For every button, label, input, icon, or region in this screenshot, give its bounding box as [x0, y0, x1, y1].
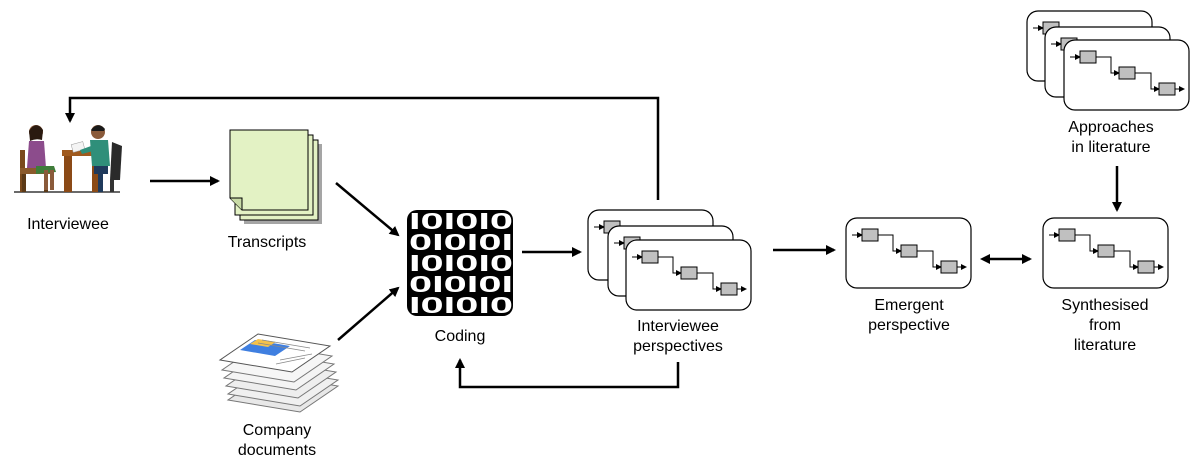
company-documents-line-2: documents	[237, 442, 317, 459]
approach-card	[1064, 40, 1189, 110]
synthesised-card	[1043, 218, 1168, 288]
office-chair	[110, 142, 122, 180]
desk-leg	[64, 156, 72, 192]
approaches-line-1: Approaches	[1068, 119, 1154, 136]
transcript-dogear	[230, 197, 243, 210]
coding-binary-row: I0I0I0	[409, 208, 513, 234]
transcripts-label: Transcripts	[227, 234, 307, 251]
coding-binary-row: 0I0I0I	[409, 229, 513, 255]
person-trousers	[94, 166, 108, 174]
office-chair-base	[110, 180, 114, 192]
synthesised-line-2: from	[1089, 317, 1121, 334]
emergent-perspective-label: Emergent perspective	[840, 296, 978, 336]
perspective-card	[626, 240, 751, 310]
approaches-label: Approaches in literature	[1036, 118, 1186, 158]
person-torso	[27, 141, 46, 168]
person-torso	[90, 140, 110, 166]
coding-binary-row: 0I0I0I	[409, 271, 513, 297]
coding-binary-row: I0I0I0	[409, 250, 513, 276]
person-hair	[29, 125, 43, 141]
arrow-documents-to-coding	[337, 286, 400, 341]
interviewee-illustration	[14, 125, 122, 193]
emergent-perspective-line-2: perspective	[868, 317, 950, 334]
coding-label: Coding	[434, 328, 486, 345]
interviewee-perspectives-stack	[588, 210, 751, 310]
synthesised-label: Synthesised from literature	[1036, 296, 1174, 356]
person-leg	[44, 170, 48, 190]
person-leg	[98, 174, 103, 192]
company-documents-line-1: Company	[242, 422, 312, 439]
synthesised-line-1: Synthesised	[1061, 297, 1149, 314]
interviewee-perspectives-line-1: Interviewee	[637, 318, 719, 335]
person-hair	[91, 125, 105, 131]
synthesised-line-3: literature	[1073, 337, 1137, 354]
flow-arrows	[65, 96, 1122, 389]
coding-background	[407, 210, 513, 316]
transcript-page-front	[229, 129, 309, 211]
person-arm	[80, 146, 93, 154]
emergent-perspective-line-1: Emergent	[874, 297, 944, 314]
coding-block	[407, 210, 513, 316]
company-documents-stack	[218, 333, 340, 413]
chair-leg	[22, 174, 26, 192]
coding-binary-row: I0I0I0	[409, 292, 513, 318]
approaches-line-2: in literature	[1071, 139, 1151, 156]
interviewee-label: Interviewee	[27, 216, 109, 233]
interviewee-perspectives-label: Interviewee perspectives	[612, 317, 744, 357]
interviewee-perspectives-line-2: perspectives	[633, 338, 723, 355]
person-leg	[50, 170, 54, 190]
company-documents-label: Company documents	[210, 421, 344, 461]
chair-seat	[20, 168, 50, 174]
arrow-transcripts-to-coding	[335, 182, 400, 237]
arrow-feedback-to-interviewee	[65, 96, 660, 200]
arrow-feedback-to-coding	[455, 358, 680, 389]
approaches-stack	[1027, 11, 1189, 110]
emergent-perspective-card	[846, 218, 971, 288]
transcripts-stack	[229, 129, 322, 224]
